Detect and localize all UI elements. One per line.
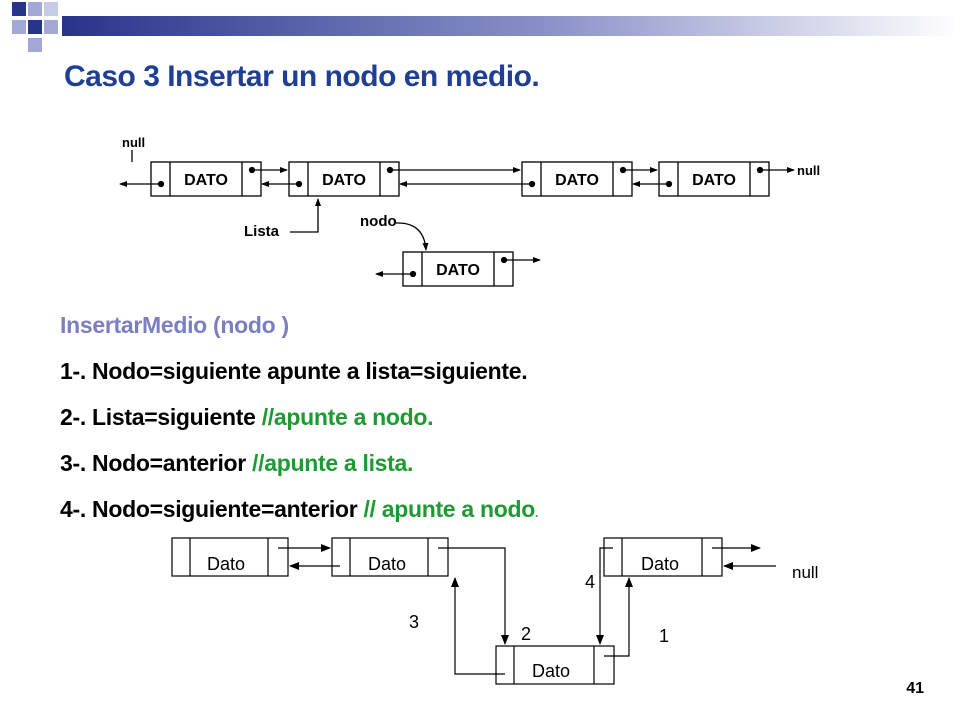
bottom-step-4-label: 4	[585, 572, 595, 592]
step-4-comment: // apunte a nodo	[363, 496, 535, 522]
bottom-step-1-pointer	[604, 577, 633, 657]
header-gradient-bar	[62, 16, 960, 36]
top-node-3: DATO	[521, 161, 633, 197]
deco-square	[12, 2, 26, 16]
bottom-new-node-label: Dato	[532, 661, 570, 681]
bottom-null-label: null	[792, 563, 818, 582]
top-lista-pointer	[290, 198, 321, 233]
step-4-code: 4-. Nodo=siguiente=anterior	[60, 496, 364, 522]
bottom-new-node: Dato	[495, 645, 615, 685]
deco-square	[28, 38, 42, 52]
step-1-code: 1-. Nodo=siguiente apunte a lista=siguie…	[60, 358, 528, 384]
step-4: 4-. Nodo=siguiente=anterior // apunte a …	[60, 492, 538, 538]
top-node-2-label: DATO	[322, 172, 366, 189]
step-2: 2-. Lista=siguiente //apunte a nodo.	[60, 400, 538, 446]
top-node-4: DATO	[658, 161, 770, 197]
step-3: 3-. Nodo=anterior //apunte a lista.	[60, 446, 538, 492]
slide-title: Caso 3 Insertar un nodo en medio.	[64, 60, 540, 93]
algorithm-steps: InsertarMedio (nodo ) 1-. Nodo=siguiente…	[60, 308, 538, 538]
top-new-node: DATO	[402, 251, 514, 287]
bottom-step-1-label: 1	[659, 626, 669, 646]
step-2-comment: //apunte a nodo.	[261, 404, 434, 430]
top-new-node-label: DATO	[436, 262, 480, 279]
bottom-step-2-pointer	[438, 547, 509, 645]
top-node-4-label: DATO	[692, 172, 736, 189]
bottom-step-4-pointer	[596, 547, 613, 645]
deco-square	[28, 2, 42, 16]
deco-square	[12, 20, 26, 34]
top-node-1-label: DATO	[184, 172, 228, 189]
bottom-node-2: Dato	[331, 537, 449, 577]
page-number: 41	[906, 680, 924, 697]
step-1: 1-. Nodo=siguiente apunte a lista=siguie…	[60, 354, 538, 400]
top-nodo-pointer	[395, 222, 429, 251]
deco-square	[28, 20, 42, 34]
step-2-code: 2-. Lista=siguiente	[60, 404, 262, 430]
bottom-node-3-label: Dato	[641, 554, 679, 574]
bottom-step-2-label: 2	[521, 624, 531, 644]
steps-heading: InsertarMedio (nodo )	[60, 312, 289, 338]
top-node-1: DATO	[150, 161, 262, 197]
deco-square	[44, 2, 58, 16]
bottom-node-1: Dato	[171, 537, 289, 577]
bottom-node-3: Dato	[603, 537, 723, 577]
top-null-right-label: null	[797, 163, 820, 178]
top-lista-label: Lista	[244, 223, 280, 240]
deco-square	[44, 20, 58, 34]
bottom-node-1-label: Dato	[207, 554, 245, 574]
top-null-left-label: null	[122, 135, 145, 150]
top-node-3-label: DATO	[555, 172, 599, 189]
bottom-step-3-pointer	[451, 577, 505, 675]
step-4-end: .	[534, 506, 539, 520]
step-3-comment: //apunte a lista.	[252, 450, 414, 476]
bottom-node-2-label: Dato	[368, 554, 406, 574]
step-3-code: 3-. Nodo=anterior	[60, 450, 253, 476]
bottom-step-3-label: 3	[409, 612, 419, 632]
top-node-2: DATO	[288, 161, 400, 197]
top-nodo-label: nodo	[360, 213, 397, 230]
